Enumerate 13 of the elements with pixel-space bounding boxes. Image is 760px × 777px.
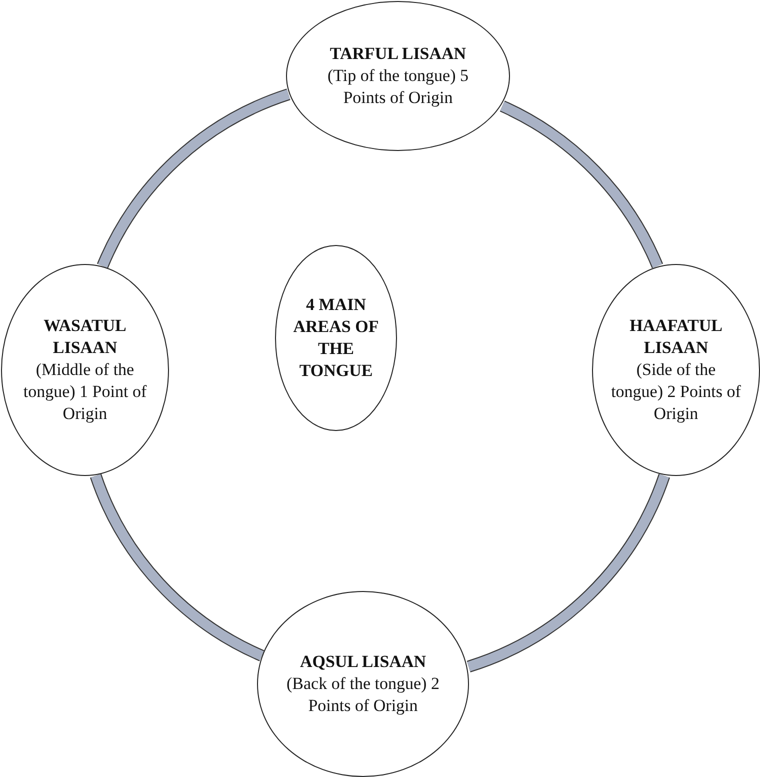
connector-band bbox=[90, 474, 264, 662]
connector-band bbox=[97, 88, 291, 269]
connector-band bbox=[466, 474, 670, 672]
connector-band bbox=[500, 100, 663, 269]
center-title: 4 MAIN AREAS OF THE TONGUE bbox=[292, 294, 380, 382]
description: (Back of the tongue) 2 Points of Origin bbox=[286, 673, 440, 717]
description: (Tip of the tongue) 5 Points of Origin bbox=[326, 65, 470, 109]
description: (Middle of the tongue) 1 Point of Origin bbox=[22, 359, 148, 425]
heading: HAAFATUL LISAAN bbox=[628, 315, 724, 359]
heading: AQSUL LISAAN bbox=[300, 651, 426, 673]
description: (Side of the tongue) 2 Points of Origin bbox=[611, 359, 741, 425]
heading: TARFUL LISAAN bbox=[330, 43, 466, 65]
heading: WASATUL LISAAN bbox=[42, 315, 128, 359]
